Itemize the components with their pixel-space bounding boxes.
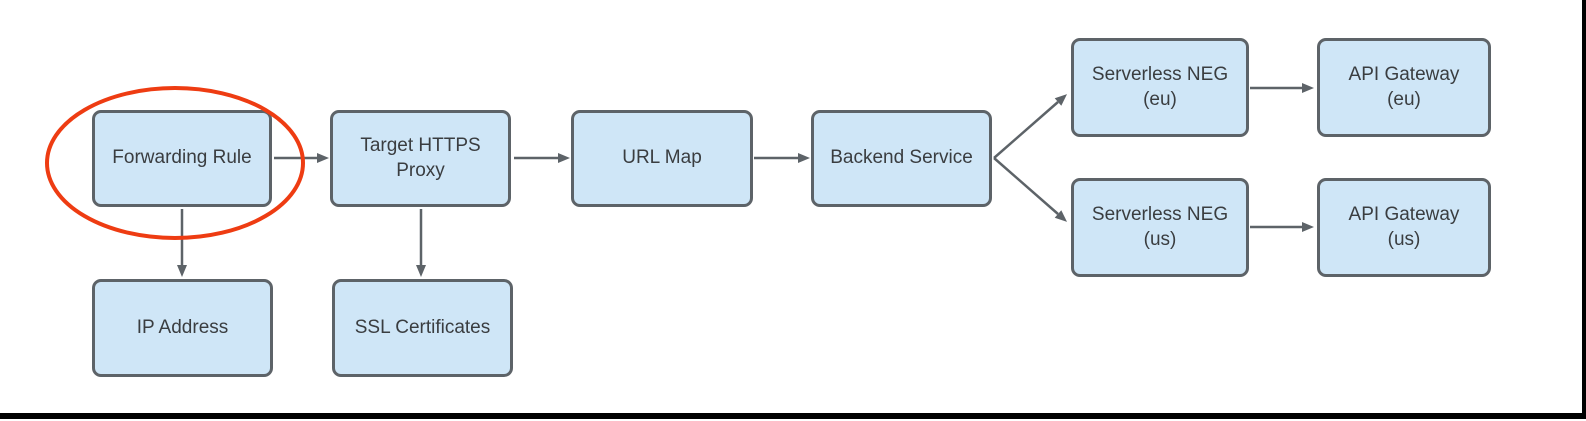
node-ssl-certificates: SSL Certificates xyxy=(332,279,513,377)
node-serverless-neg-us-label: Serverless NEG (us) xyxy=(1091,204,1229,250)
node-ssl-certificates-label: SSL Certificates xyxy=(354,316,491,338)
node-url-map-label: URL Map xyxy=(622,147,702,169)
node-ip-address-label: IP Address xyxy=(136,316,229,338)
node-serverless-neg-eu: Serverless NEG (eu) xyxy=(1071,38,1249,137)
node-forwarding-rule-label: Forwarding Rule xyxy=(112,147,252,169)
edge-backend-service-to-serverless-neg-us xyxy=(993,157,1068,222)
node-api-gateway-eu-label: API Gateway (eu) xyxy=(1348,64,1460,110)
frame-right-border xyxy=(1582,0,1586,419)
node-api-gateway-us-label: API Gateway (us) xyxy=(1348,204,1460,250)
edge-backend-service-to-serverless-neg-eu xyxy=(993,94,1068,159)
node-backend-service-label: Backend Service xyxy=(830,147,973,169)
node-api-gateway-eu: API Gateway (eu) xyxy=(1317,38,1491,137)
node-url-map: URL Map xyxy=(571,110,753,207)
node-api-gateway-us: API Gateway (us) xyxy=(1317,178,1491,277)
node-serverless-neg-us: Serverless NEG (us) xyxy=(1071,178,1249,277)
frame-bottom-border xyxy=(0,413,1586,419)
node-backend-service: Backend Service xyxy=(811,110,992,207)
node-ip-address: IP Address xyxy=(92,279,273,377)
node-serverless-neg-eu-label: Serverless NEG (eu) xyxy=(1091,64,1229,110)
node-target-https-proxy: Target HTTPS Proxy xyxy=(330,110,511,207)
node-forwarding-rule: Forwarding Rule xyxy=(92,110,272,207)
node-target-https-proxy-label: Target HTTPS Proxy xyxy=(360,135,481,181)
